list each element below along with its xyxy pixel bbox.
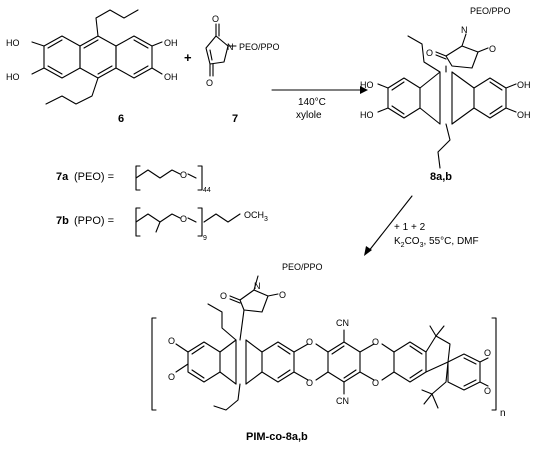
reaction-arrow-2 — [364, 195, 413, 256]
def-7b-name: (PPO) = — [74, 215, 114, 227]
reaction-arrow-1 — [271, 86, 368, 94]
def-7a-structure — [135, 165, 203, 191]
c7-substituent: PEO/PPO — [239, 42, 280, 52]
c8-o-right: O — [489, 44, 496, 54]
c8-oh-br: OH — [517, 110, 531, 120]
def-7b-o: O — [180, 214, 187, 224]
polymer-o-d2b: O — [372, 378, 379, 388]
def-7a-name: (PEO) = — [74, 171, 114, 183]
compound-7-label: 7 — [232, 113, 238, 125]
polymer-o-d1a: O — [306, 337, 313, 347]
c6-oh-tl: HO — [6, 38, 20, 48]
c6-oh-bl: HO — [6, 72, 20, 82]
def-7b-methoxy: OCH3 — [244, 210, 268, 223]
polymer-o-l1: O — [168, 336, 175, 346]
c6-oh-br: OH — [164, 72, 178, 82]
compound-7-structure — [205, 23, 237, 77]
def-7a-o: O — [180, 170, 187, 180]
step1-temperature: 140°C — [298, 97, 326, 108]
polymer-o-d2a: O — [372, 337, 379, 347]
step2-reagents: + 1 + 2 — [394, 222, 426, 233]
polymer-substituent: PEO/PPO — [282, 262, 323, 272]
def-7b-label: 7b — [56, 215, 69, 227]
c8-n: N — [461, 25, 468, 35]
polymer-label: PIM-co-8a,b — [246, 431, 308, 443]
polymer-o-l2: O — [168, 372, 175, 382]
polymer-cn-top: CN — [336, 318, 349, 328]
plus-sign: + — [184, 50, 192, 65]
def-7a-label: 7a — [56, 171, 69, 183]
step1-solvent: xylole — [296, 110, 322, 121]
compound-6-structure — [31, 9, 163, 105]
def-7b-structure — [135, 207, 241, 237]
compound-8-structure — [377, 33, 517, 169]
polymer-n: N — [254, 281, 261, 291]
polymer-structure — [151, 275, 497, 411]
c8-oh-tl: HO — [360, 80, 374, 90]
c7-o-bottom: O — [206, 78, 213, 88]
c8-o-left: O — [426, 48, 433, 58]
c8-oh-tr: OH — [517, 80, 531, 90]
polymer-cn-bottom: CN — [336, 396, 349, 406]
def-7a-repeat: 44 — [203, 187, 211, 194]
polymer-o-right: O — [279, 290, 286, 300]
polymer-o-d1b: O — [306, 378, 313, 388]
polymer-repeat-n: n — [500, 408, 506, 419]
c8-oh-bl: HO — [360, 110, 374, 120]
polymer-o-r1: O — [484, 348, 491, 358]
polymer-o-left: O — [220, 291, 227, 301]
c7-n: N — [227, 42, 234, 52]
c6-oh-tr: OH — [164, 38, 178, 48]
compound-8-label: 8a,b — [430, 171, 452, 183]
c8-substituent: PEO/PPO — [470, 6, 511, 16]
compound-6-label: 6 — [118, 113, 124, 125]
step2-conditions: K2CO3, 55°C, DMF — [394, 236, 479, 249]
def-7b-repeat: 9 — [203, 235, 207, 242]
c7-o-top: O — [212, 14, 219, 24]
polymer-o-r2: O — [484, 386, 491, 396]
